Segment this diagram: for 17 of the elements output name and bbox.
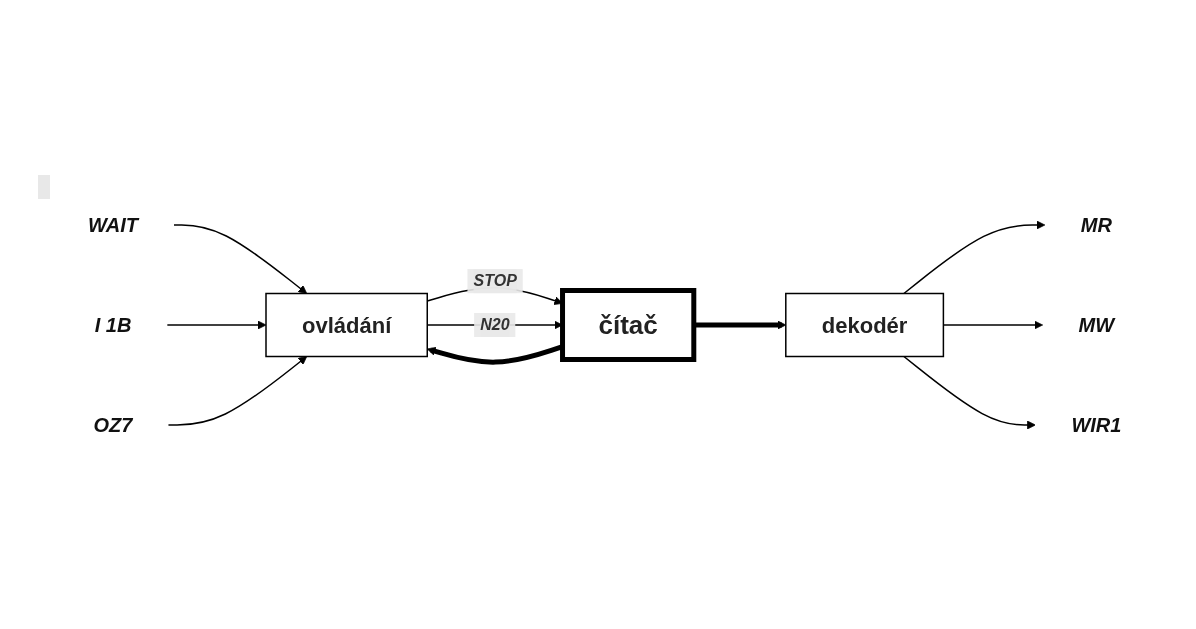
node-text: I 1B: [94, 313, 132, 336]
node-text: MR: [1081, 213, 1113, 236]
arrow: [168, 355, 308, 426]
arrow: [166, 320, 267, 329]
arrow: [694, 320, 787, 329]
node-box: dekodér: [785, 292, 945, 357]
edge-label: STOP: [473, 271, 518, 289]
node-text: WAIT: [88, 213, 139, 236]
arrow: [173, 223, 308, 294]
arrow: [903, 220, 1046, 294]
edge-label: N20: [480, 315, 510, 333]
arrow: [903, 355, 1037, 429]
node-box: ovládání: [265, 292, 429, 357]
node-box: čítač: [560, 287, 697, 362]
node-text: OZ7: [93, 413, 133, 436]
node-text: WIR1: [1071, 413, 1122, 436]
node-text: MW: [1078, 313, 1115, 336]
